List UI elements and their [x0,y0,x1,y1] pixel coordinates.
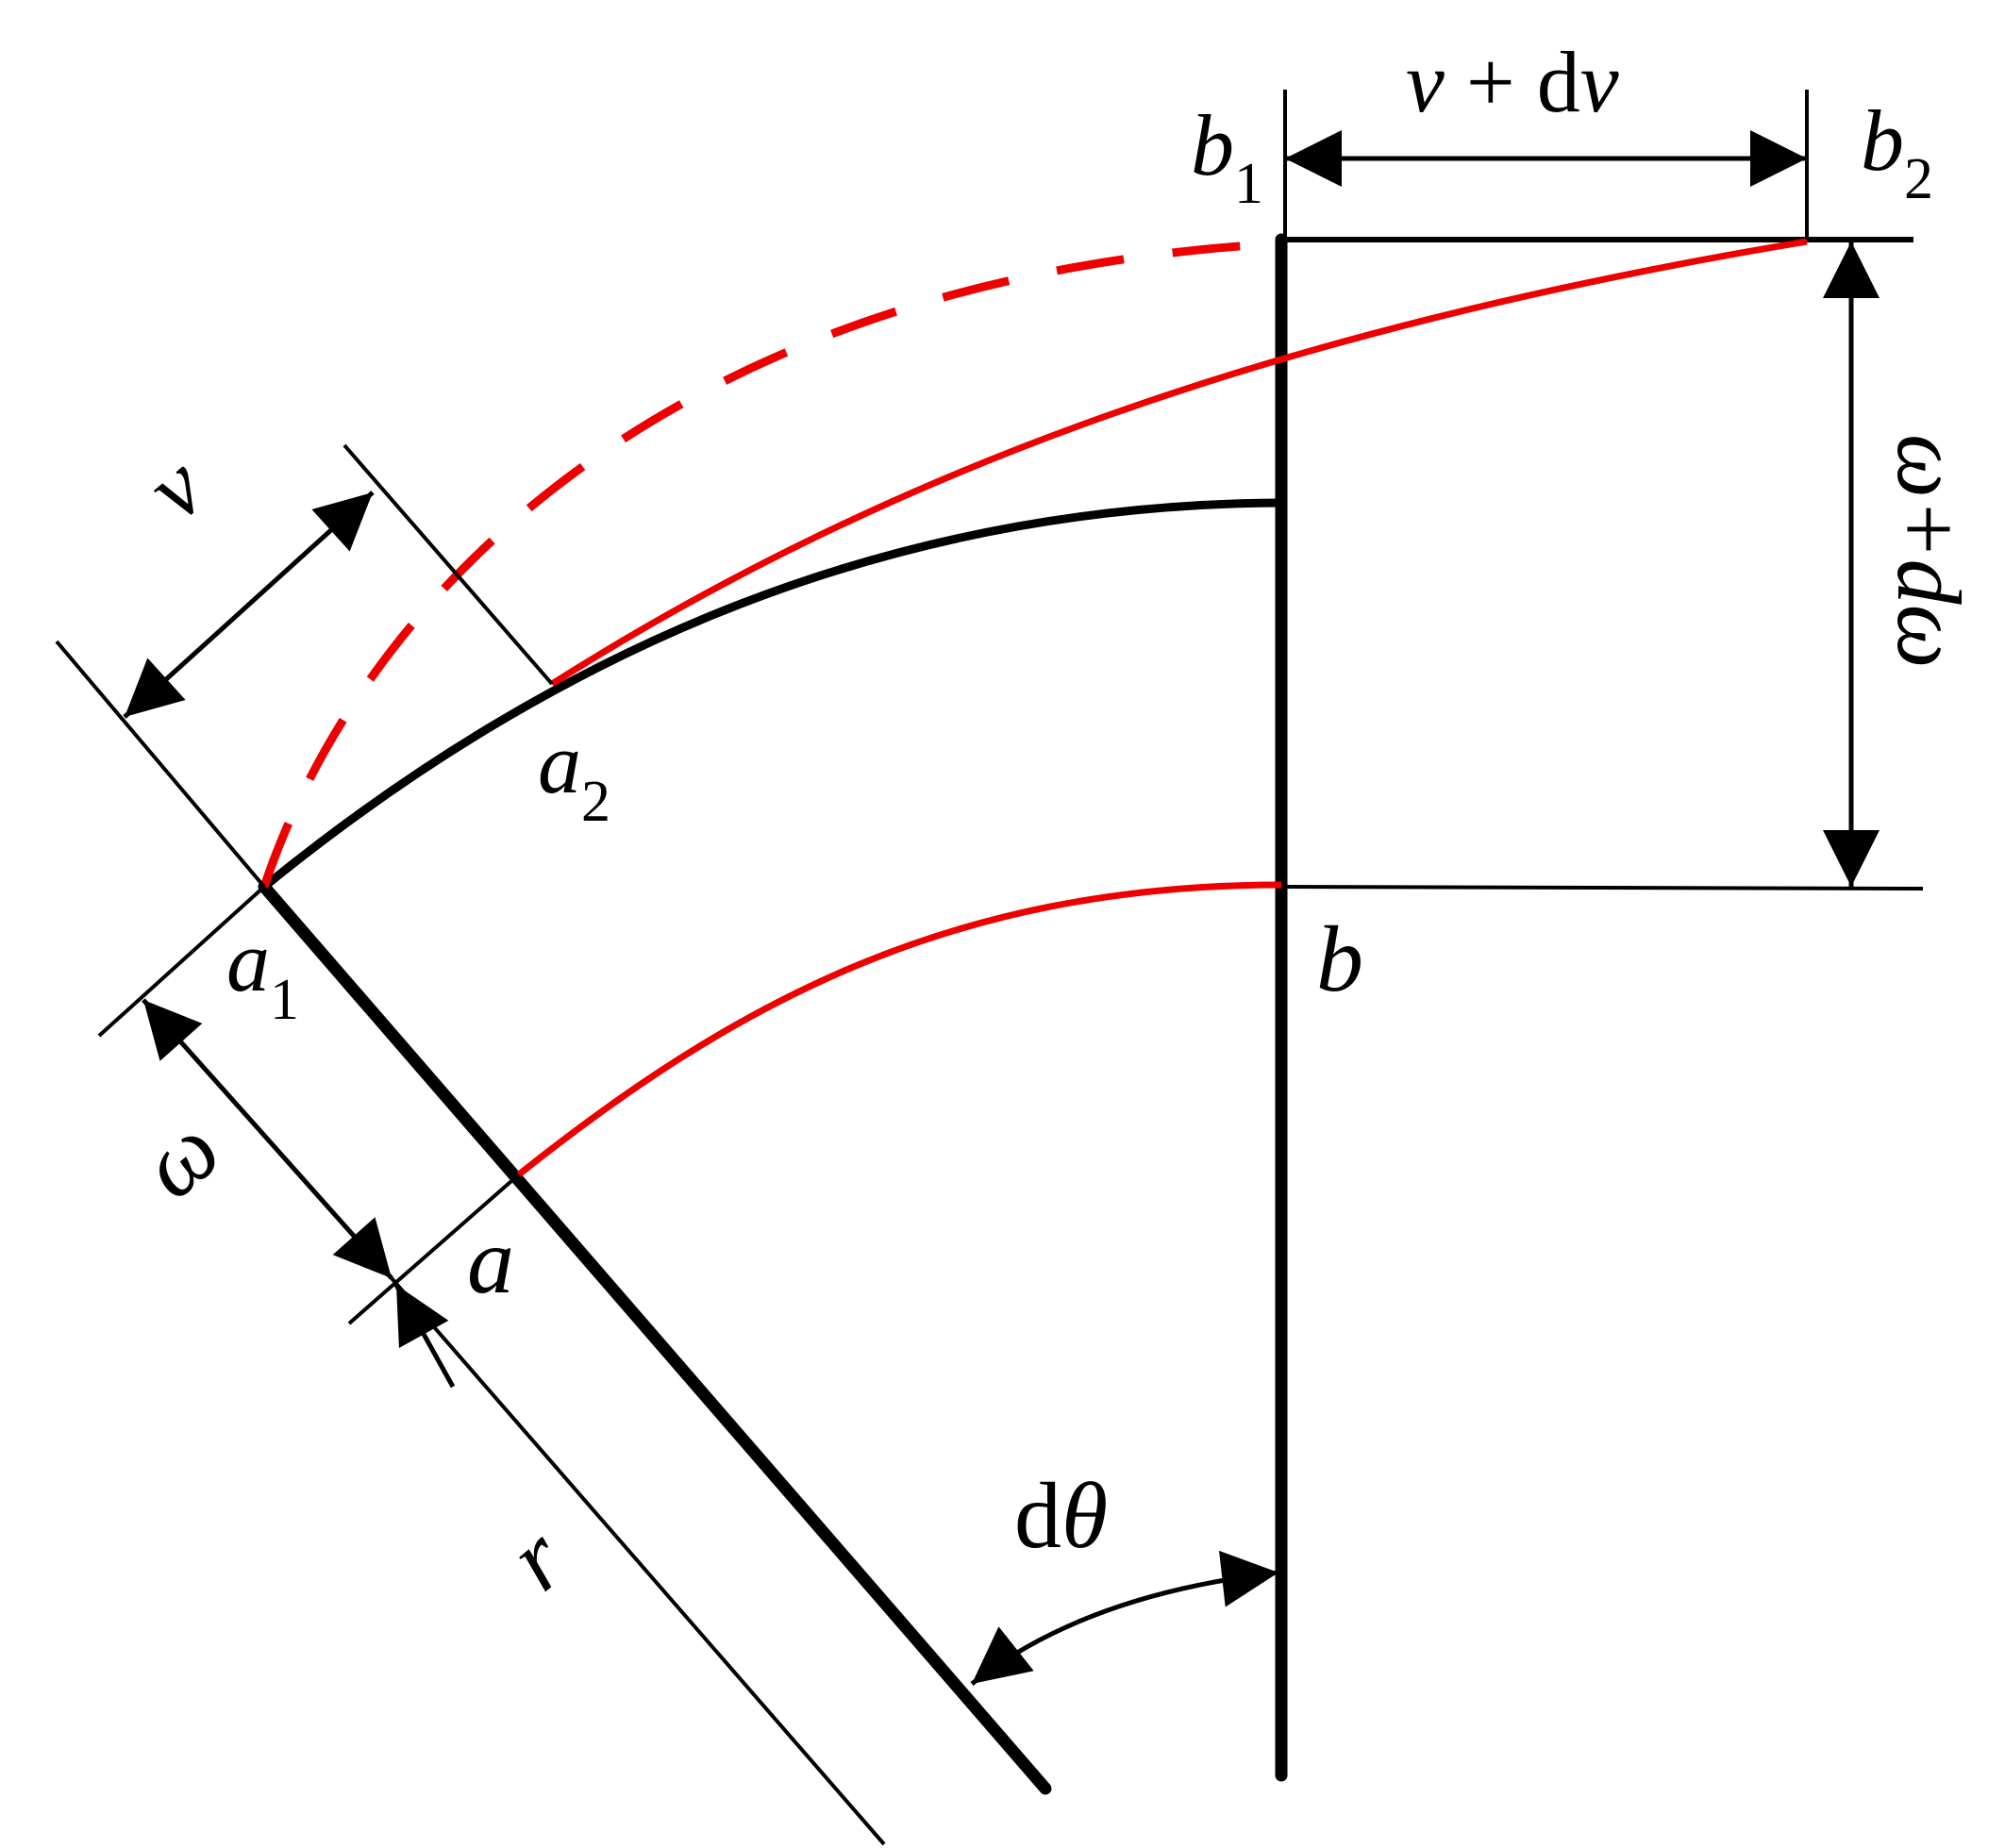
label-v-plus-dv: v + dv [1406,34,1619,130]
a-node-arrow[interactable] [393,1283,456,1389]
label-b1: b1 [1191,97,1263,216]
red-curve-a2-b2 [550,238,1808,687]
label-b2: b2 [1861,92,1933,211]
diagonal-section-line [258,880,1052,1795]
label-dtheta: dθ [1014,1463,1108,1568]
label-v: v [127,435,224,539]
label-a: a [467,1208,514,1313]
a1-tick-line [97,885,266,1038]
label-a2: a2 [538,715,610,834]
v-extension-line-1 [55,640,266,889]
r-radius-line [390,1276,886,1846]
label-b: b [1316,907,1363,1011]
label-omega: ω [121,1095,239,1218]
b-extension-horizontal [1280,885,1924,891]
a-tick-line [347,1173,521,1325]
dtheta-angle-arrow[interactable] [970,1550,1279,1686]
red-dashed-curve-a1-b1 [259,239,1282,889]
v-extension-line-2 [343,443,554,686]
omega-dimension-arrow[interactable] [142,998,393,1280]
v-dimension-arrow[interactable] [123,491,375,719]
original-arc-a1-b1 [261,498,1282,891]
label-r: r [489,1506,585,1610]
label-a1: a1 [226,913,299,1032]
label-omega-plus-domega: ω+dω [1879,434,1980,668]
red-curve-a-b [516,881,1282,1177]
